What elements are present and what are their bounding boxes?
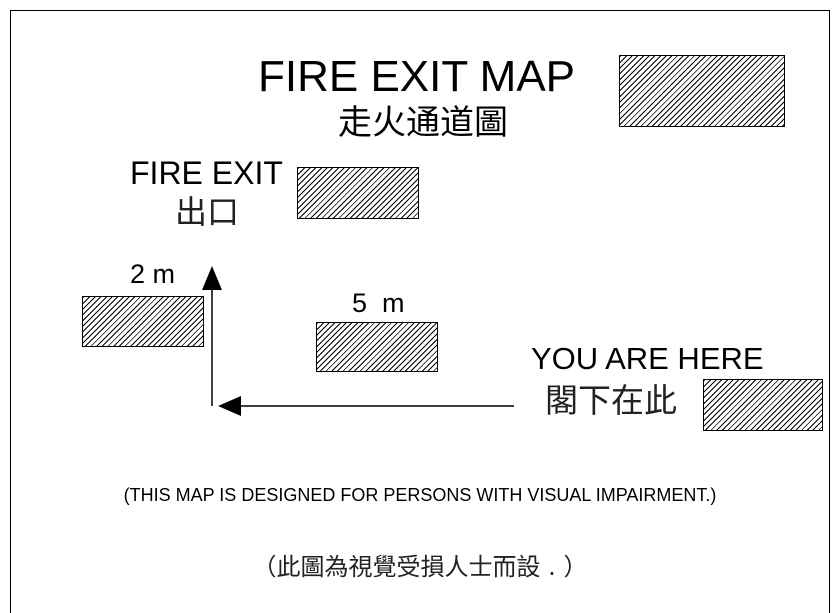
horizontal-distance-tactile-block	[316, 322, 438, 372]
vertical-distance-label: 2 m	[130, 259, 176, 289]
accessibility-notice-chinese: （此圖為視覺受損人士而設 . ）	[252, 553, 588, 581]
route-arrowhead-left	[218, 396, 241, 416]
fire-exit-tactile-block	[297, 167, 419, 219]
map-title: FIRE EXIT MAP	[258, 52, 576, 101]
horizontal-distance-label: 5 m	[352, 288, 405, 318]
you-are-here-label-chinese: 閣下在此	[545, 381, 677, 420]
map-frame	[10, 10, 830, 613]
accessibility-notice: (THIS MAP IS DESIGNED FOR PERSONS WITH V…	[123, 485, 717, 505]
map-title-chinese: 走火通道圖	[338, 103, 508, 143]
title-tactile-block	[619, 55, 785, 127]
fire-exit-label: FIRE EXIT	[130, 155, 283, 191]
route-arrowhead-up	[202, 266, 222, 290]
vertical-distance-tactile-block	[82, 296, 204, 347]
you-are-here-tactile-block	[703, 379, 823, 431]
you-are-here-label: YOU ARE HERE	[531, 341, 764, 376]
fire-exit-label-chinese: 出口	[175, 193, 240, 231]
